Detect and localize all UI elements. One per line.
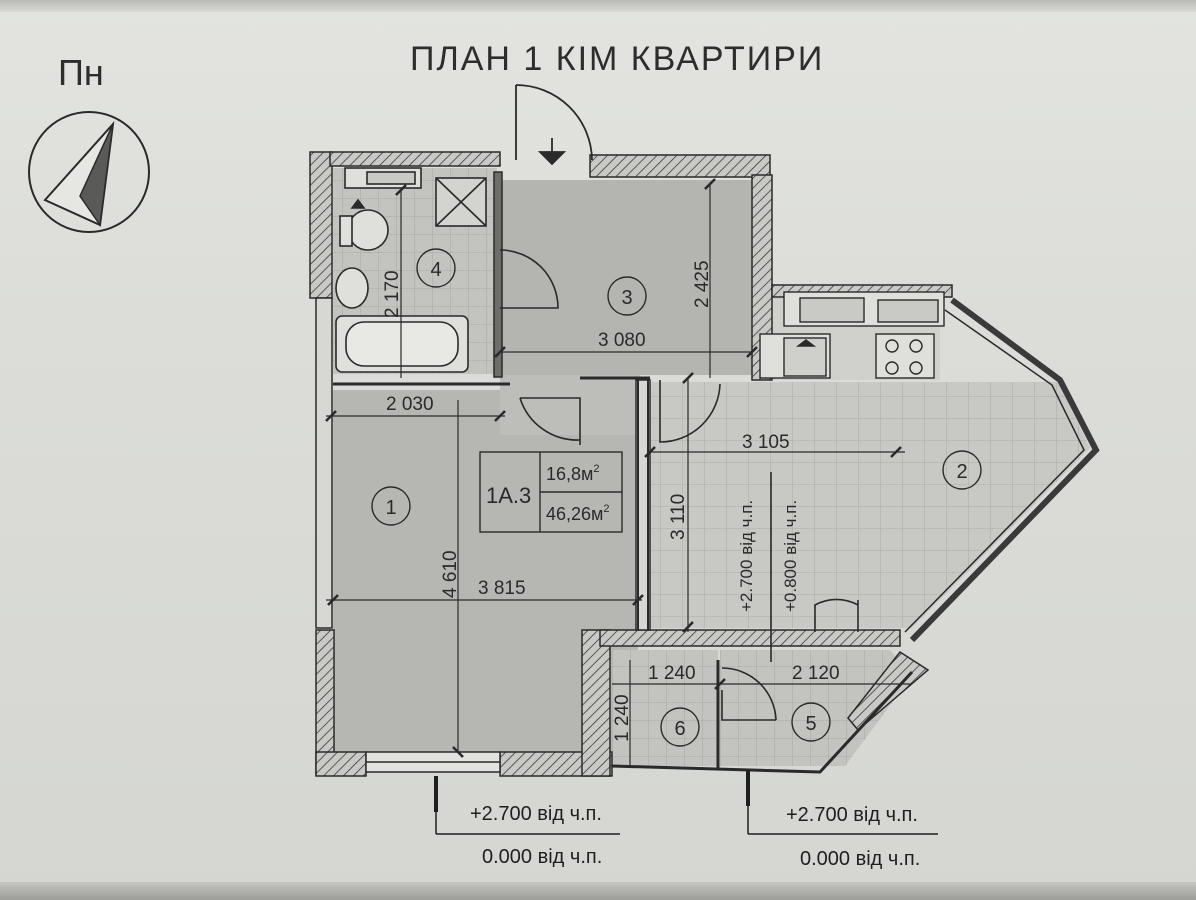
interior-doors	[499, 249, 859, 721]
apartment-code: 1А.3	[486, 483, 531, 508]
room-6-label: 6	[674, 718, 685, 740]
room-markers	[371, 248, 982, 747]
room-4-label: 4	[430, 259, 441, 281]
elevation-1-bottom: 0.000 від ч.п.	[482, 846, 603, 868]
floor-fills	[333, 168, 1090, 766]
bathroom-fixtures	[335, 167, 487, 373]
dim-storage-height: 1 240	[612, 694, 633, 742]
dim-bath-height: 2 170	[382, 270, 403, 318]
paper-bottom-edge	[0, 882, 1196, 900]
room-1-label: 1	[385, 497, 396, 519]
dim-room1-width: 3 815	[478, 578, 526, 599]
dim-storage-width: 1 240	[648, 663, 696, 684]
room-2-label: 2	[956, 461, 967, 483]
plan-title: ПЛАН 1 КІМ КВАРТИРИ	[410, 40, 825, 78]
elevation-2-top: +2.700 від ч.п.	[786, 804, 918, 826]
dim-kitchen-height: 3 110	[668, 494, 689, 540]
paper-top-edge	[0, 0, 1196, 12]
entrance-door	[515, 84, 593, 166]
dim-balcony-width: 2 120	[792, 663, 840, 684]
room-3-label: 3	[621, 287, 632, 309]
dim-kitchen-width: 3 105	[742, 432, 790, 453]
window-note-top: +2.700 від ч.п.	[737, 500, 756, 612]
elevation-2-bottom: 0.000 від ч.п.	[800, 848, 921, 870]
dim-room1-height: 4 610	[440, 550, 461, 598]
elevation-1-top: +2.700 від ч.п.	[470, 803, 602, 825]
total-area: 46,26м2	[546, 503, 610, 524]
kitchen-fixtures	[759, 291, 945, 379]
elevation-leaders	[434, 770, 938, 835]
dim-room1-top-width: 2 030	[386, 394, 434, 415]
room1-window	[365, 751, 501, 773]
window-note-bottom: +0.800 від ч.п.	[781, 500, 800, 612]
dim-hall-height: 2 425	[692, 260, 713, 308]
room-5-label: 5	[805, 713, 816, 735]
living-area: 16,8м2	[546, 463, 600, 484]
north-label: Пн	[58, 52, 104, 93]
dim-hall-width: 3 080	[598, 330, 646, 351]
area-box	[479, 451, 623, 533]
compass-icon	[28, 111, 150, 233]
dimension-lines	[325, 178, 912, 766]
